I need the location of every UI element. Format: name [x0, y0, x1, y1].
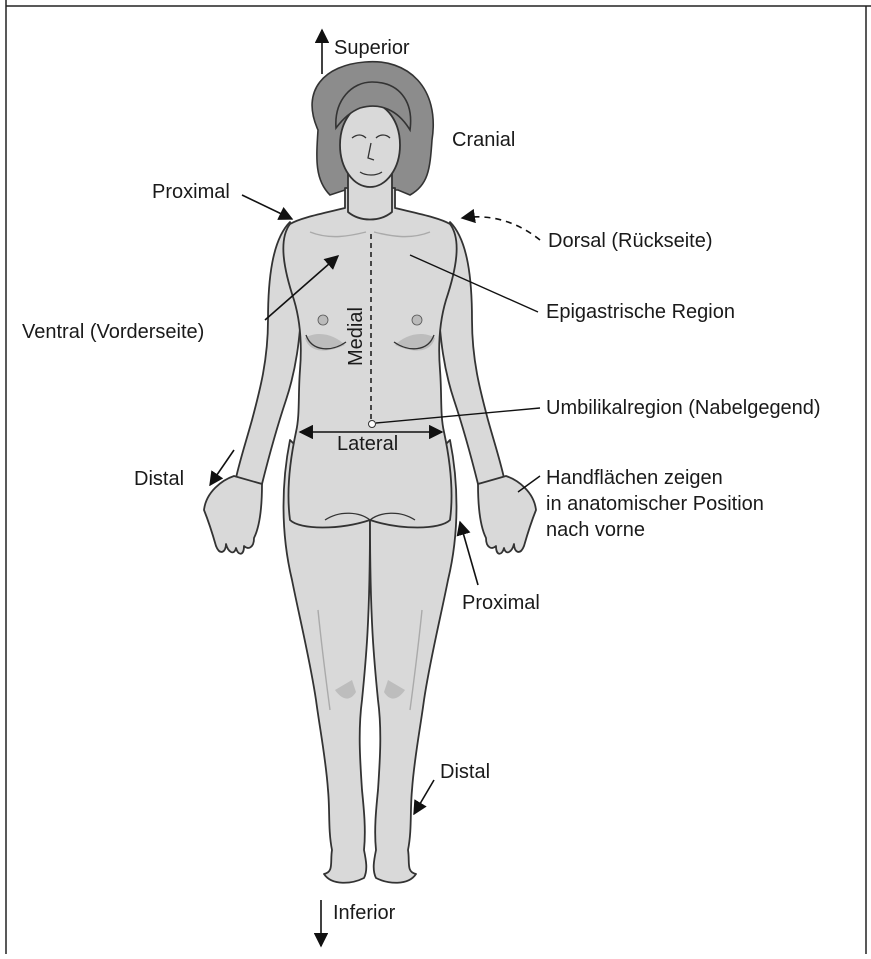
label-umbilical: Umbilikalregion (Nabelgegend): [546, 397, 821, 419]
label-inferior: Inferior: [333, 902, 396, 924]
label-cranial: Cranial: [452, 129, 515, 151]
left-hand: [204, 476, 262, 554]
torso: [283, 188, 456, 528]
label-epigastric: Epigastrische Region: [546, 301, 735, 323]
label-superior: Superior: [334, 37, 410, 59]
navel: [369, 421, 376, 428]
nipple-right: [412, 315, 422, 325]
nipple-left: [318, 315, 328, 325]
label-distal-leg: Distal: [440, 761, 490, 783]
label-lateral: Lateral: [337, 433, 398, 455]
label-medial: Medial: [345, 307, 367, 366]
label-palms-1: Handflächen zeigen: [546, 467, 723, 489]
label-dorsal: Dorsal (Rückseite): [548, 230, 712, 252]
label-distal-hand: Distal: [134, 468, 184, 490]
proximal-hip-arrow: [460, 522, 478, 585]
female-body-figure: [204, 62, 536, 883]
right-hand: [478, 476, 536, 554]
label-palms-3: nach vorne: [546, 519, 645, 541]
proximal-shoulder-arrow: [242, 195, 292, 219]
label-ventral: Ventral (Vorderseite): [22, 321, 204, 343]
distal-leg-arrow: [414, 780, 434, 814]
label-palms-2: in anatomischer Position: [546, 493, 764, 515]
label-proximal-hip: Proximal: [462, 592, 540, 614]
dorsal-arrow: [462, 217, 540, 240]
label-proximal-shoulder: Proximal: [152, 181, 230, 203]
